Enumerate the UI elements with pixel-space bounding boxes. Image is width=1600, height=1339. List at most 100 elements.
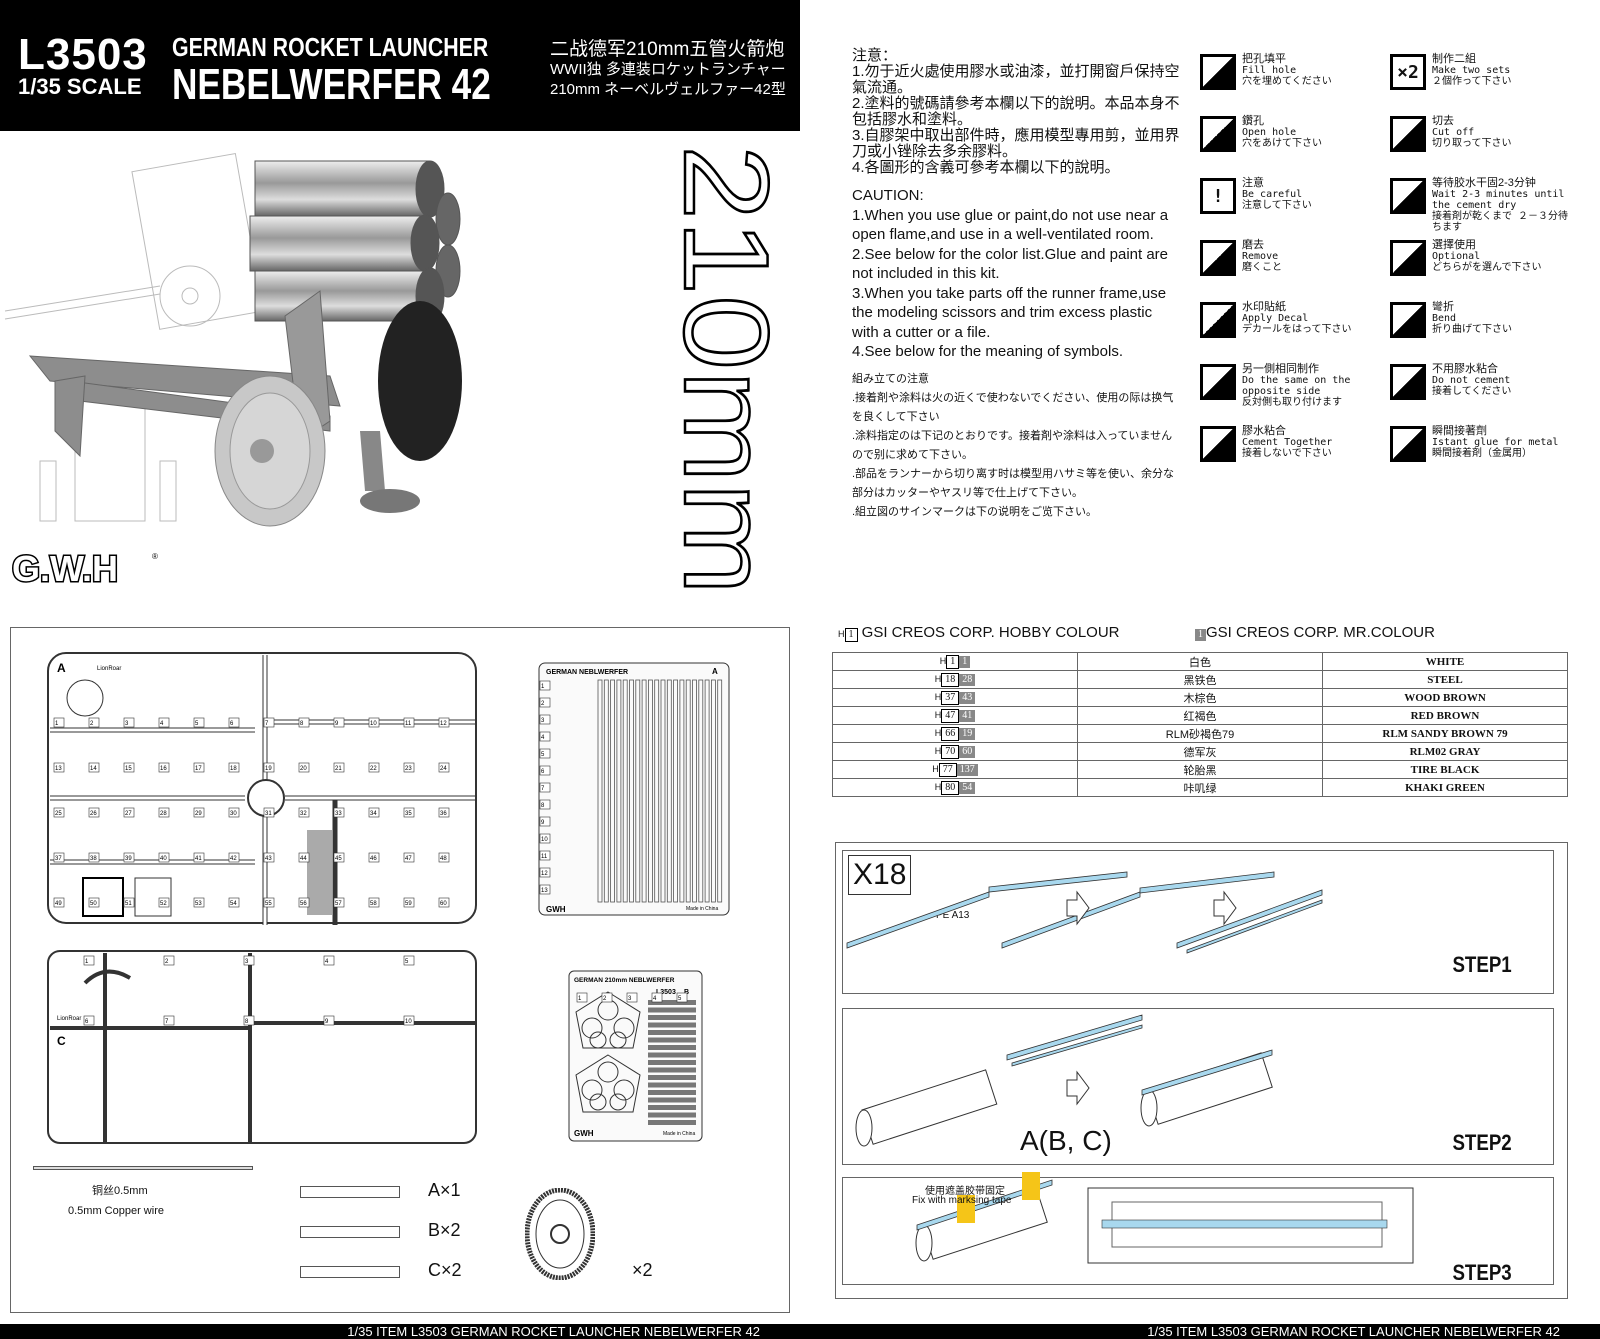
wire-label-zh: 铜丝0.5mm (92, 1185, 148, 1197)
symbol-zh: 瞬間接著劑 (1432, 425, 1487, 437)
notes-english: CAUTION: 1.When you use glue or paint,do… (852, 186, 1182, 362)
part-number: 10 (541, 837, 548, 843)
mr-code: 60 (959, 745, 976, 758)
colour-name-zh: 黑铁色 (1077, 670, 1323, 689)
pe-a-made-in: Made in China (686, 906, 718, 912)
part-number: 30 (230, 811, 237, 817)
part-number: 24 (440, 766, 447, 772)
arrow-icon (1066, 1070, 1090, 1106)
hobby-code: 18 (941, 672, 960, 687)
arrow-icon (1066, 890, 1090, 926)
sprue-brand-tag: LionRoar (97, 666, 121, 672)
caliber-vertical-text: 210mm (665, 144, 785, 597)
part-number: 27 (125, 811, 132, 817)
pe-b-letter: B (684, 989, 689, 996)
arrow-icon (1213, 890, 1237, 926)
part-number: 42 (230, 856, 237, 862)
part-number: 18 (230, 766, 237, 772)
part-number: 3 (628, 996, 632, 1002)
rocket-tube (861, 1069, 998, 1145)
symbol-zh: 切去 (1432, 115, 1454, 127)
rocket-tubes (249, 160, 461, 325)
registered-mark: ® (152, 552, 158, 561)
symbol-ja: ２個作って下さい (1432, 76, 1512, 87)
legend-hobby-text: GSI CREOS CORP. HOBBY COLOUR (861, 624, 1120, 641)
photo-etch-sheet-a: GERMAN NEBLWERFER A GWH Made in China 12… (538, 662, 730, 916)
hobby-code: 80 (941, 780, 960, 795)
caution-title: CAUTION: (852, 187, 924, 204)
symbol-en: Apply Decal (1242, 313, 1309, 324)
colour-name-en: RED BROWN (1322, 706, 1568, 725)
part-number: 29 (195, 811, 202, 817)
part-number: 54 (230, 901, 237, 907)
pe-strip (1141, 1049, 1273, 1096)
h-prefix: H (838, 629, 845, 639)
step3-box (842, 1177, 1554, 1285)
symbol-zh: 彎折 (1432, 301, 1454, 313)
part-number: 17 (195, 766, 202, 772)
part-number: 48 (440, 856, 447, 862)
part-number: 5 (405, 959, 409, 965)
sprue-c-brand-tag: LionRoar (57, 1016, 81, 1022)
part-number: 2 (165, 959, 169, 965)
title-chinese: 二战德军210mm五管火箭炮 (550, 39, 785, 60)
wait-clock-icon (1390, 178, 1426, 214)
tape-note-en: Fix with marksing tape (912, 1195, 1012, 1206)
colour-name-zh: 德军灰 (1077, 742, 1323, 761)
colour-name-zh: RLM砂褐色79 (1077, 724, 1323, 743)
copper-wire-drawing (33, 1166, 253, 1170)
tape-note-zh: 使用遮盖胶带固定 (925, 1186, 1005, 1197)
pe-steps-panel (835, 842, 1568, 1299)
part-number: 23 (405, 766, 412, 772)
pe-strip (846, 891, 990, 949)
title-japanese-2: 210mm ネーベルヴェルファー42型 (550, 81, 786, 98)
pe-a-brand: GWH (546, 905, 566, 914)
part-number: 39 (125, 856, 132, 862)
symbol-ja: 穴を埋めてください (1242, 76, 1332, 87)
note-line: 1.勿于近火處使用膠水或油漆，並打開窗戶保持空氣流通。 (852, 63, 1180, 96)
symbol-en: Fill hole (1242, 65, 1297, 76)
title-line-2: NEBELWERFER 42 (172, 60, 491, 109)
part-number: 47 (405, 856, 412, 862)
pe-b-code: L3503 (656, 989, 676, 996)
note-line: 2.塗料的號碼請參考本欄以下的說明。本品本身不包括膠水和塗料。 (852, 95, 1180, 128)
part-number: 50 (90, 901, 97, 907)
tube-a-qty: A×1 (428, 1180, 461, 1200)
colour-name-zh: 木棕色 (1077, 688, 1323, 707)
part-number: 20 (300, 766, 307, 772)
masking-tape (1022, 1172, 1040, 1200)
note-line: .組立図のサインマークは下の说明をご览下さい。 (852, 505, 1098, 518)
pe-b-made-in: Made in China (663, 1131, 695, 1137)
hobby-code: 77 (938, 762, 957, 777)
part-number: 13 (55, 766, 62, 772)
part-number: 35 (405, 811, 412, 817)
note-line: .部品をランナーから切り离す时は模型用ハサミ等を使い、余分な部分はカッターやヤス… (852, 467, 1175, 499)
note-line: 2.See below for the color list.Glue and … (852, 245, 1169, 283)
symbol-en: Wait 2-3 minutes until the cement dry (1432, 189, 1565, 211)
part-number: 9 (541, 820, 545, 826)
part-number: 5 (195, 721, 199, 727)
symbol-zh: 膠水粘合 (1242, 425, 1286, 437)
hobby-code: 47 (941, 708, 960, 723)
note-line: .涂料指定のは下记のとおりです。接着剤や涂料は入っていませんので别に求めて下さい… (852, 429, 1173, 461)
part-number: 5 (541, 752, 545, 758)
symbol-zh: 等待胶水干固2-3分钟 (1432, 177, 1536, 189)
part-number: 25 (55, 811, 62, 817)
masking-tape (957, 1195, 975, 1223)
symbol-ja: デカールをはって下さい (1242, 324, 1352, 335)
pe-a-letter: A (712, 667, 718, 676)
part-number: 51 (125, 901, 132, 907)
colour-name-en: KHAKI GREEN (1322, 778, 1568, 797)
part-number: 1 (55, 721, 59, 727)
symbol-ja: 接着してください (1432, 386, 1512, 397)
